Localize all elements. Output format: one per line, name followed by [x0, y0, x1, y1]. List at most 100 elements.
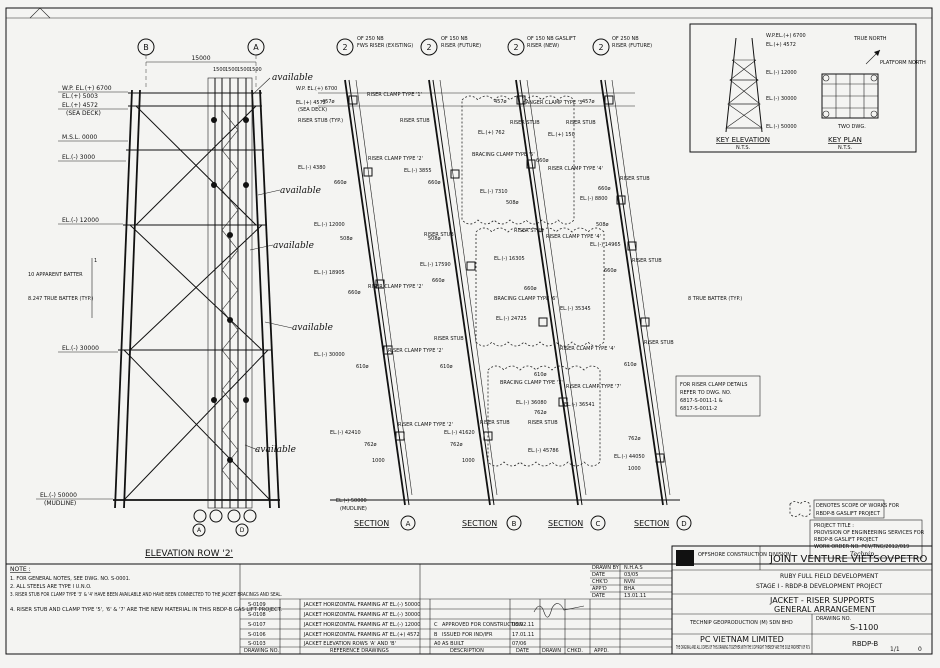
section-c-letter: C	[596, 520, 601, 528]
sa-dim-508: 508ø	[340, 236, 353, 242]
level-30000: EL.(-) 30000	[62, 345, 99, 352]
sb-dim-660b: 660ø	[432, 278, 445, 284]
clamp-note-3: 6817-S-0011-1 &	[680, 398, 723, 404]
sa-clamp-type1: RISER CLAMP TYPE '1'	[367, 92, 422, 98]
cons-2: PROVISION OF ENGINEERING SERVICES FOR	[814, 530, 925, 536]
level-50000: EL.(-) 50000	[40, 492, 77, 499]
sb-dim-1000: 1000	[462, 458, 475, 464]
ref-no-3: S-0107	[248, 622, 266, 628]
key-plan-scale: N.T.S.	[838, 145, 853, 151]
rev-a0-desc: AS BUILT	[442, 641, 465, 647]
sd-dim-457: 457ø	[582, 99, 595, 105]
ref-title-4: JACKET HORIZONTAL FRAMING AT EL.(+) 4572	[303, 632, 420, 638]
sc-stub-2: RISER STUB	[514, 228, 544, 234]
ke-level-4: EL.(-) 30000	[766, 96, 797, 102]
sd-stub-4: RISER STUB	[644, 340, 674, 346]
clamp-note-2: REFER TO DWG. NO.	[680, 390, 732, 396]
svg-text:CHK'D: CHK'D	[592, 579, 608, 585]
rev-b-desc: ISSUED FOR IND/IFR	[442, 632, 493, 638]
clamp-note-1: FOR RISER CLAMP DETAILS	[680, 382, 747, 388]
grid-label-2b: 2	[426, 43, 431, 52]
sc-bracing-5: BRACING CLAMP TYPE '5'	[472, 152, 535, 158]
section-d-title: SECTION	[634, 519, 669, 528]
note-1: 1. FOR GENERAL NOTES, SEE DWG. NO. S-000…	[10, 576, 131, 582]
level-5003: EL.(+) 5003	[62, 93, 98, 100]
sa-dim-610: 610ø	[356, 364, 369, 370]
general-notes: NOTE : 1. FOR GENERAL NOTES, SEE DWG. NO…	[10, 566, 282, 613]
level-msl: M.S.L. 0000	[62, 134, 97, 141]
scope-line-2: RBDP-B GASLIFT PROJECT	[816, 511, 881, 517]
th-appd: APPD.	[594, 648, 609, 654]
sd-dim-508: 508ø	[596, 222, 609, 228]
sa-dim-660: 660ø	[334, 180, 347, 186]
th-drawn: DRAWN	[542, 648, 561, 654]
consultant-box: PROJECT TITLE : PROVISION OF ENGINEERING…	[809, 519, 925, 559]
cons-logo: Technip	[850, 551, 874, 558]
sc-dim-660b: 660ø	[524, 286, 537, 292]
sb-level-3855: EL.(-) 3855	[404, 168, 432, 174]
scope-line-1: DENOTES SCOPE OF WORKS FOR	[816, 503, 900, 509]
elevation-level-labels: W.P. EL.(+) 6700 EL.(+) 5003 EL.(+) 4572…	[36, 85, 128, 507]
sc-hanger-clamp: HANGER CLAMP TYPE '3'	[522, 100, 584, 106]
tb-owner: PC VIETNAM LIMITED	[700, 635, 784, 644]
sc-level-24725: EL.(-) 24725	[496, 316, 527, 322]
sb-stub-4: RISER STUB	[480, 420, 510, 426]
sc-stub-1: RISER STUB	[510, 120, 540, 126]
elevation-title: ELEVATION ROW '2'	[145, 549, 233, 559]
sd-dim-610: 610ø	[624, 362, 637, 368]
sub-dim-2: 1500	[225, 67, 238, 73]
kp-platform-north: PLATFORM NORTH	[880, 60, 926, 66]
ref-no-1: S-0109	[248, 602, 266, 608]
sc-dim-508: 508ø	[506, 200, 519, 206]
sb-dim-660: 660ø	[428, 180, 441, 186]
sd-clamp-7: RISER CLAMP TYPE '7'	[566, 384, 621, 390]
sd-level-8800: EL.(-) 8800	[580, 196, 608, 202]
sa-level-12000: EL.(-) 12000	[314, 222, 345, 228]
sd-true-batter: 8 TRUE BATTER (TYP.)	[688, 296, 742, 302]
riser-d-name: RISER (FUTURE)	[612, 43, 652, 49]
svg-text:D: D	[240, 527, 245, 534]
riser-clamp-note: FOR RISER CLAMP DETAILS REFER TO DWG. NO…	[675, 375, 761, 417]
apparent-batter: 10 APPARENT BATTER	[28, 272, 83, 278]
sb-level-41620: EL.(-) 41620	[444, 430, 475, 436]
th-date: DATE	[516, 648, 529, 654]
ke-level-2: EL.(+) 4572	[766, 42, 796, 48]
handwritten-note-2: available	[280, 186, 321, 196]
sc-level-7310: EL.(-) 7310	[480, 189, 508, 195]
clamp-note-4: 6817-S-0011-2	[680, 406, 717, 412]
tb-title-1: JACKET - RISER SUPPORTS	[769, 596, 874, 605]
sc-dim-457: 457ø	[494, 99, 507, 105]
notes-heading: NOTE :	[10, 566, 31, 573]
rev-c-date: 08.02.11	[512, 622, 534, 628]
sd-stub-3: RISER STUB	[632, 258, 662, 264]
key-views-box: W.P.EL.(+) 6700 EL.(+) 4572 EL.(-) 12000…	[689, 23, 926, 153]
rev-b: B	[434, 632, 438, 638]
sb-level-17590: EL.(-) 17590	[420, 262, 451, 268]
note-3: 3. RISER STUB FOR CLAMP TYPE '3' & '4' H…	[10, 592, 282, 598]
ke-level-5: EL.(-) 50000	[766, 124, 797, 130]
ref-no-5: S-0103	[248, 641, 266, 647]
sub-dim-1: 1500	[213, 67, 226, 73]
appd-date: 13.01.11	[624, 593, 646, 599]
rev-b-date: 17.01.11	[512, 632, 534, 638]
key-elevation-scale: N.T.S.	[736, 145, 751, 151]
sb-dim-762: 762ø	[450, 442, 463, 448]
tb-division: OFFSHORE CONSTRUCTION DIVISION	[698, 552, 791, 558]
sd-stub-1: RISER STUB	[566, 120, 596, 126]
ref-title-5: JACKET ELEVATION ROWS 'A' AND 'B'	[303, 641, 396, 647]
tb-project-1: RUBY FULL FIELD DEVELOPMENT	[780, 573, 878, 580]
sc-level-16305: EL.(-) 16305	[494, 256, 525, 262]
section-b-annotations: RISER STUB EL.(-) 3855 RISER STUB EL.(-)…	[400, 118, 510, 464]
sa-sea-deck: (SEA DECK)	[298, 107, 327, 113]
section-c-annotations: HANGER CLAMP TYPE '3' EL.(+) 762 RISER S…	[472, 99, 584, 454]
grid-label-2a: 2	[342, 43, 347, 52]
level-4572: EL.(+) 4572	[62, 102, 98, 109]
true-batter: 8.247 TRUE BATTER (TYP.)	[28, 296, 93, 302]
riser-c-size: OF 150 NB GASLIFT	[527, 36, 577, 42]
sa-level-30000: EL.(-) 30000	[314, 352, 345, 358]
sc-level-762: EL.(+) 762	[478, 130, 505, 136]
tb-project-2: STAGE I - RBDP-B DEVELOPMENT PROJECT	[756, 583, 883, 590]
sa-level-50000: EL.(-) 50000	[336, 498, 367, 504]
section-b-title: SECTION	[462, 519, 497, 528]
note-4: 4. RISER STUB AND CLAMP TYPE '5', '6' & …	[10, 607, 282, 613]
